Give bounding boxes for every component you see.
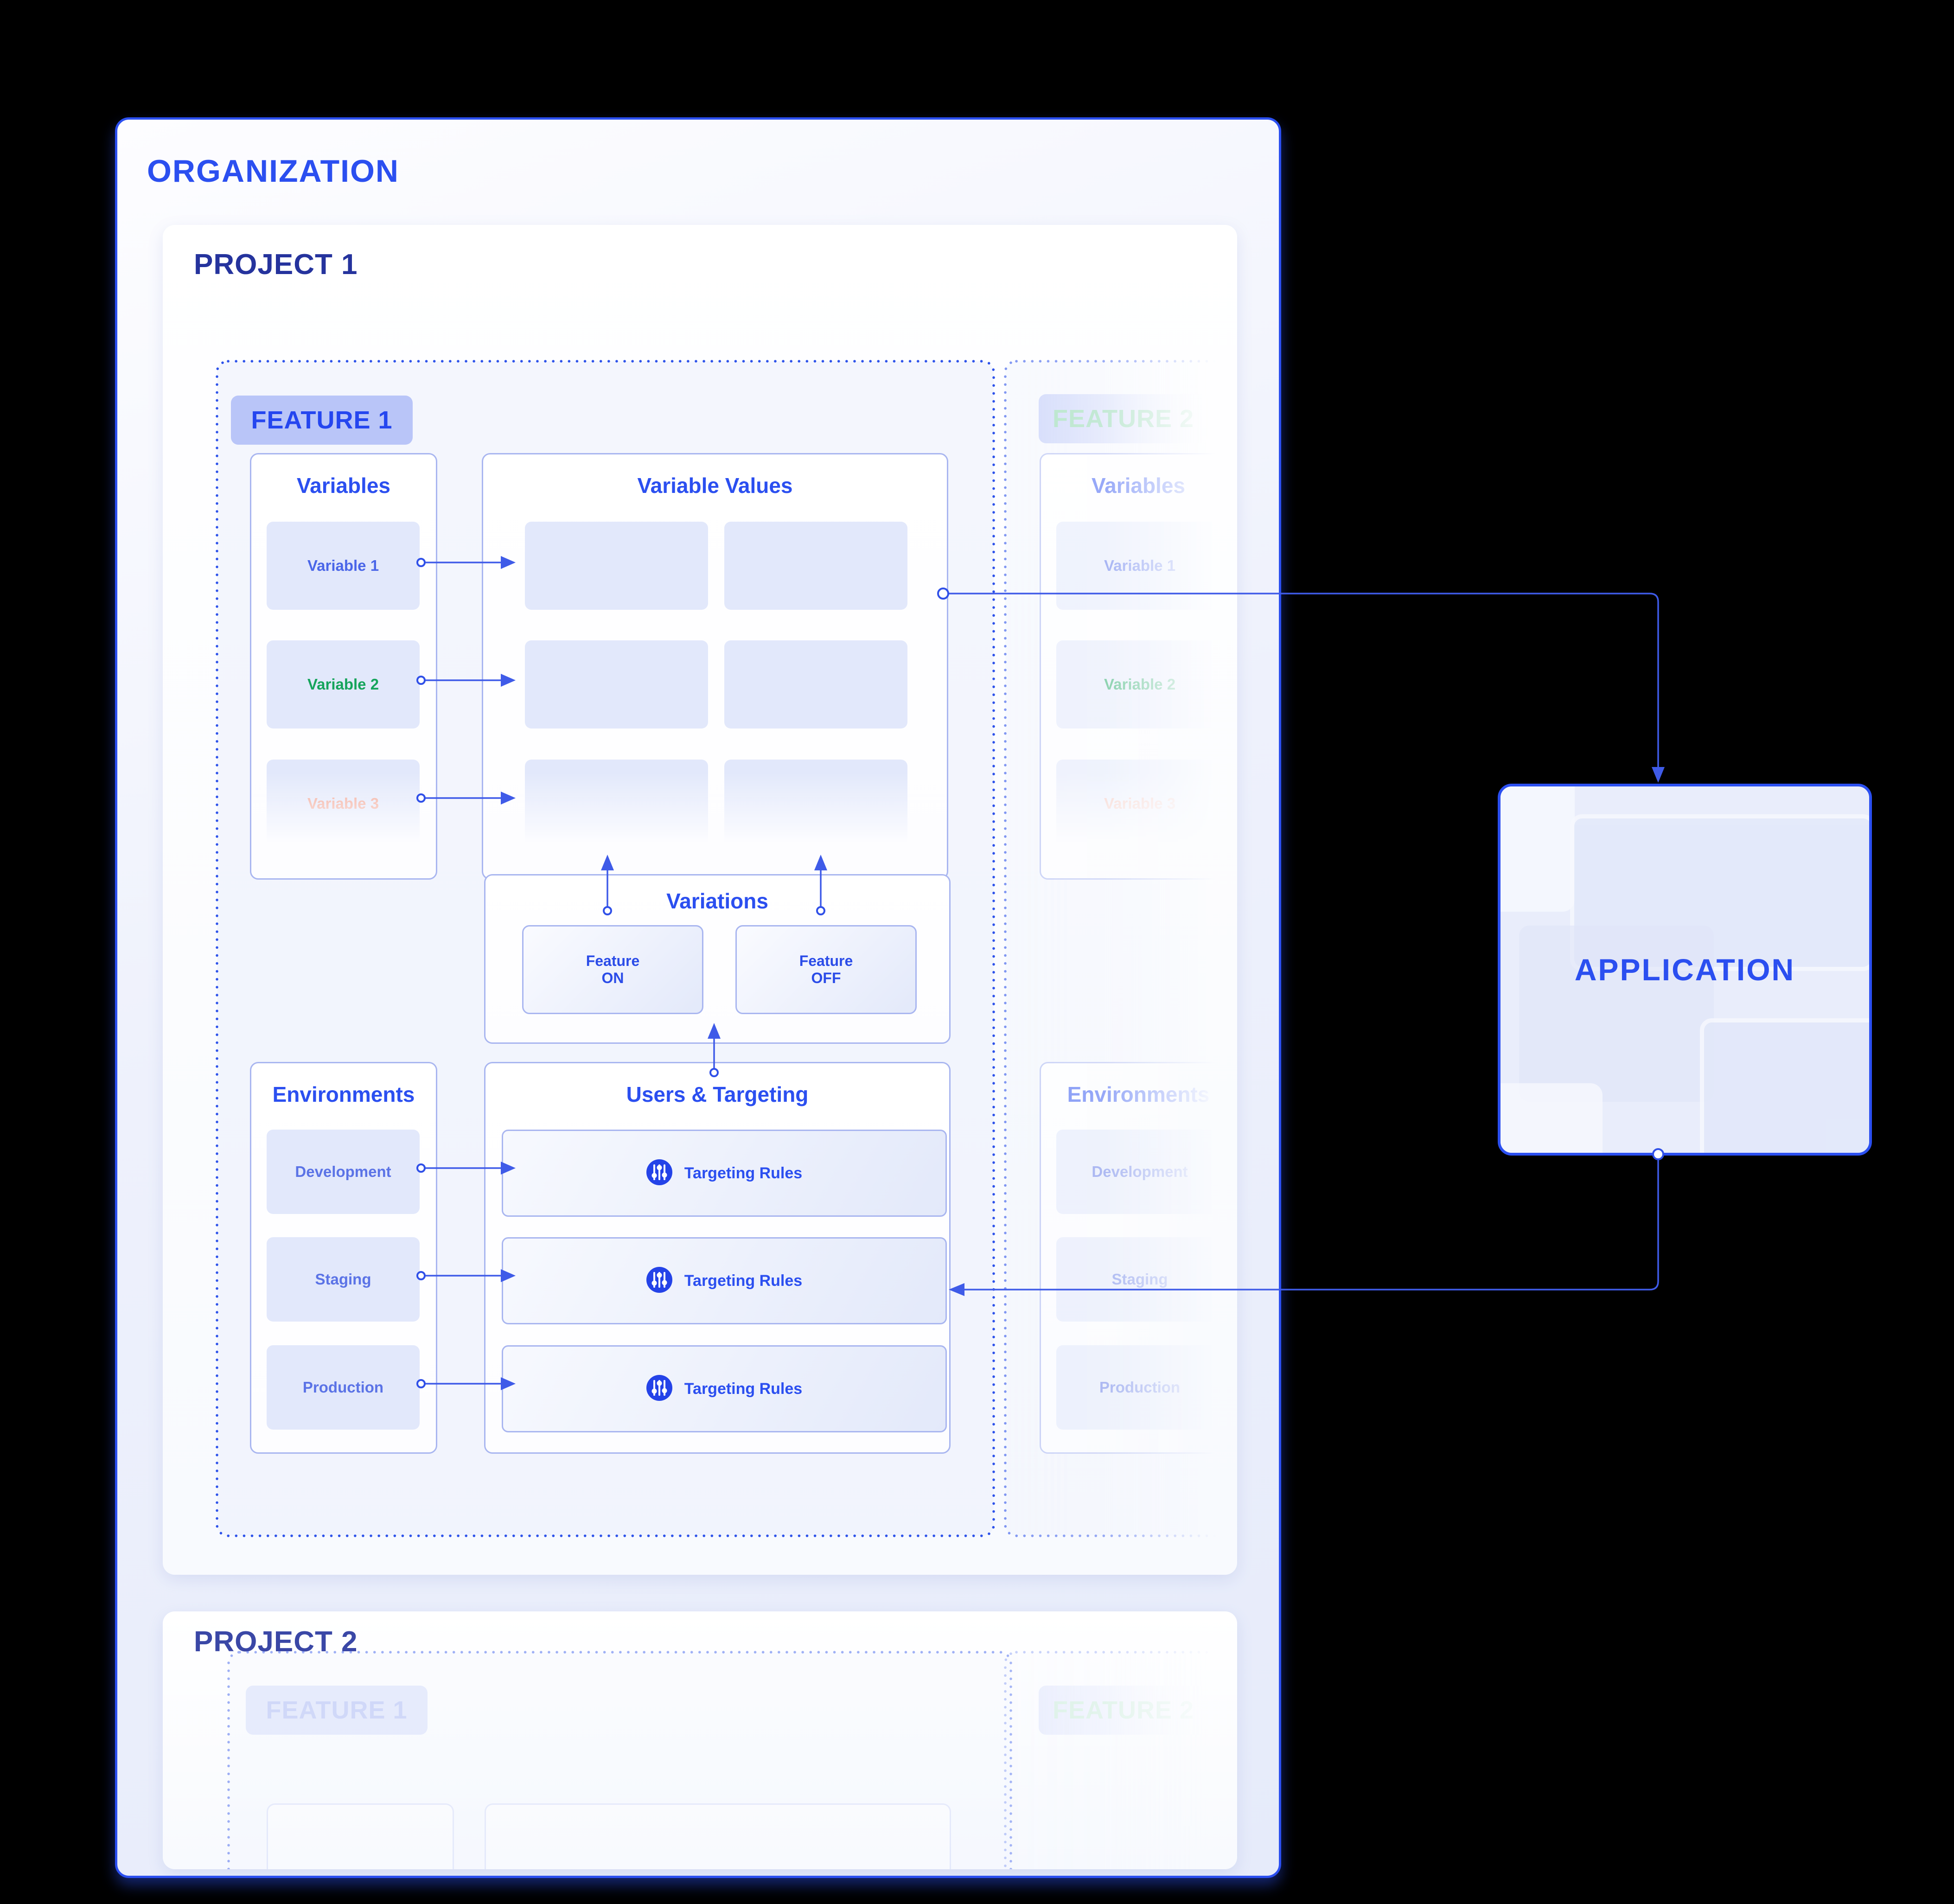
feature2-variables-title: Variables	[1091, 473, 1186, 498]
environment-staging-chip: Staging	[267, 1237, 420, 1322]
value-cell	[525, 760, 708, 848]
variable-2-chip: Variable 2	[267, 640, 420, 728]
project1-box: PROJECT 1 FEATURE 1 Variables Variable 1…	[163, 225, 1237, 1575]
value-cell	[724, 760, 907, 848]
project2-faint-box	[485, 1803, 951, 1869]
targeting-rules-label: Targeting Rules	[684, 1271, 803, 1290]
app-decoration	[1519, 926, 1714, 1102]
feature2-variable-2-chip: Variable 2	[1056, 640, 1223, 728]
feature2-badge: FEATURE 2	[1039, 394, 1208, 443]
environments-box: Environments Development Staging Product…	[250, 1062, 437, 1454]
feature2-environment-production-chip: Production	[1056, 1345, 1223, 1430]
variable-values-box: Variable Values	[482, 453, 948, 880]
environments-title: Environments	[272, 1082, 415, 1106]
sliders-icon	[646, 1159, 672, 1188]
environment-production-chip: Production	[267, 1345, 420, 1430]
targeting-rules-row: Targeting Rules	[502, 1130, 947, 1217]
environment-development-chip: Development	[267, 1130, 420, 1214]
application-title: APPLICATION	[1574, 952, 1795, 987]
feature2-environments-box: Environments Development Staging Product…	[1040, 1062, 1237, 1454]
feature2-environment-development-chip: Development	[1056, 1130, 1223, 1214]
project2-feature2-badge: FEATURE 2	[1039, 1686, 1208, 1735]
feature2-environment-staging-chip: Staging	[1056, 1237, 1223, 1322]
value-cell	[525, 640, 708, 728]
app-decoration	[1501, 786, 1575, 912]
project1-title: PROJECT 1	[194, 249, 358, 281]
users-targeting-box: Users & Targeting Targeting Rules Target…	[484, 1062, 951, 1454]
targeting-rules-label: Targeting Rules	[684, 1164, 803, 1182]
variations-title: Variations	[666, 889, 768, 913]
targeting-rules-row: Targeting Rules	[502, 1345, 947, 1432]
feature-on-box: Feature ON	[522, 925, 703, 1014]
sliders-icon	[646, 1374, 672, 1403]
variables-box: Variables Variable 1 Variable 2 Variable…	[250, 453, 437, 880]
feature2-variable-3-chip: Variable 3	[1056, 760, 1223, 848]
value-cell	[724, 522, 907, 610]
feature2-box: FEATURE 2 Variables Variable 1 Variable …	[1003, 359, 1237, 1538]
targeting-rules-row: Targeting Rules	[502, 1237, 947, 1324]
app-decoration	[1700, 1018, 1869, 1153]
project2-title: PROJECT 2	[194, 1626, 358, 1658]
variable-values-title: Variable Values	[637, 473, 793, 498]
variable-3-chip: Variable 3	[267, 760, 420, 848]
project2-feature1-box: FEATURE 1	[226, 1650, 1013, 1869]
value-cell	[525, 522, 708, 610]
feature1-box: FEATURE 1 Variables Variable 1 Variable …	[215, 359, 996, 1538]
feature2-variables-box: Variables Variable 1 Variable 2 Variable…	[1040, 453, 1237, 880]
feature1-badge: FEATURE 1	[231, 396, 413, 445]
project2-feature2-box: FEATURE 2	[1003, 1650, 1237, 1869]
targeting-rules-label: Targeting Rules	[684, 1380, 803, 1398]
sliders-icon	[646, 1266, 672, 1295]
feature-off-box: Feature OFF	[735, 925, 917, 1014]
users-targeting-title: Users & Targeting	[626, 1082, 809, 1106]
project2-feature2-dotted-border	[1004, 1651, 1237, 1869]
value-cell	[724, 640, 907, 728]
application-box: APPLICATION	[1498, 784, 1872, 1156]
app-decoration	[1501, 1083, 1603, 1153]
project2-feature1-badge: FEATURE 1	[246, 1686, 428, 1735]
organization-title: ORGANIZATION	[147, 153, 400, 189]
organization-box: ORGANIZATION PROJECT 1 FEATURE 1 Variabl…	[115, 117, 1281, 1878]
feature2-variable-1-chip: Variable 1	[1056, 522, 1223, 610]
project2-feature1-dotted-border	[227, 1651, 1012, 1869]
variations-box: Variations Feature ON Feature OFF	[484, 874, 951, 1044]
variable-1-chip: Variable 1	[267, 522, 420, 610]
feature2-environments-title: Environments	[1067, 1082, 1210, 1106]
project2-box: PROJECT 2 FEATURE 1 FEATURE 2	[163, 1611, 1237, 1869]
variables-title: Variables	[296, 473, 391, 498]
project2-faint-box	[267, 1803, 454, 1869]
